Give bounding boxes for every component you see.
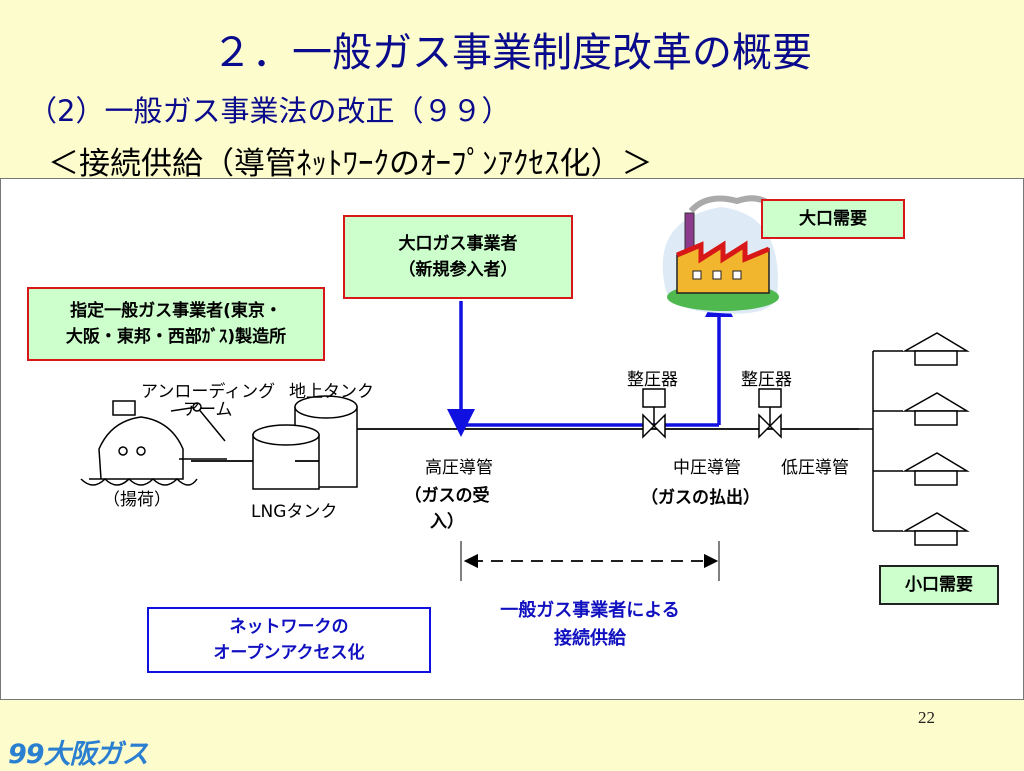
network-line1: ネットワークの [229, 616, 349, 637]
unloading-arm-label-2: アーム [183, 400, 233, 420]
designated-supplier-line2: 大阪・東邦・西部ｶﾞｽ)製造所 [65, 327, 287, 347]
large-demand-box: 大口需要 [761, 199, 905, 239]
small-demand-label: 小口需要 [905, 574, 973, 595]
pipeline-diagram [80, 195, 970, 581]
connection-supply-line1: 一般ガス事業者による [500, 600, 680, 622]
regulator-1-label: 整圧器 [627, 370, 678, 390]
network-open-access-box: ネットワークの オープンアクセス化 [147, 607, 431, 673]
unloading-arm-icon [170, 402, 227, 460]
house-icon [902, 332, 970, 546]
network-line2: オープンアクセス化 [213, 643, 365, 663]
high-pressure-pipe-label: 高圧導管 [425, 458, 493, 478]
page-number: 22 [918, 708, 935, 727]
connection-supply-line2: 接続供給 [554, 628, 626, 649]
lng-tank-label: LNGタンク [251, 502, 338, 522]
mid-pressure-pipe-label: 中圧導管 [673, 458, 741, 478]
gas-delivery-label: （ガスの払出） [641, 488, 760, 508]
low-pressure-pipe-label: 低圧導管 [781, 458, 849, 478]
regulator-2-icon [758, 388, 782, 439]
regulator-2-label: 整圧器 [741, 370, 792, 390]
gas-receive-line2: 入） [430, 512, 464, 532]
large-gas-supplier-line1: 大口ガス事業者 [398, 233, 518, 254]
diagram-panel: 大口ガス事業者 （新規参入者） 指定一般ガス事業者(東京・ 大阪・東邦・西部ｶﾞ… [0, 178, 1024, 700]
designated-supplier-box: 指定一般ガス事業者(東京・ 大阪・東邦・西部ｶﾞｽ)製造所 [27, 287, 325, 361]
slide-subtitle-2: ＜接続供給（導管ﾈｯﾄﾜｰｸのｵｰﾌﾟﾝｱｸｾｽ化）＞ [48, 146, 653, 182]
connection-supply-label: 一般ガス事業者による 接続供給 [457, 597, 723, 653]
large-gas-supplier-line2: （新規参入者） [398, 260, 518, 280]
unloading-label: （揚荷） [103, 490, 171, 510]
lng-ship-icon [80, 400, 198, 486]
large-gas-supplier-box: 大口ガス事業者 （新規参入者） [343, 215, 573, 299]
factory-icon [662, 195, 779, 314]
regulator-1-icon [642, 388, 666, 439]
large-demand-label: 大口需要 [799, 208, 867, 229]
small-demand-box: 小口需要 [879, 565, 999, 605]
osaka-gas-logo: 99大阪ガス [8, 739, 149, 770]
above-ground-tank-label: 地上タンク [289, 382, 374, 402]
gas-receive-line1: （ガスの受 [404, 485, 490, 506]
slide-subtitle: （2）一般ガス事業法の改正（９９） [28, 94, 511, 128]
designated-supplier-line1: 指定一般ガス事業者(東京・ [70, 300, 282, 321]
gas-receive-label: （ガスの受 入） [383, 483, 511, 535]
lng-tank-icon [252, 424, 320, 490]
unloading-arm-label-1: アンローディング [141, 382, 276, 402]
slide-title: ２．一般ガス事業制度改革の概要 [212, 30, 812, 76]
